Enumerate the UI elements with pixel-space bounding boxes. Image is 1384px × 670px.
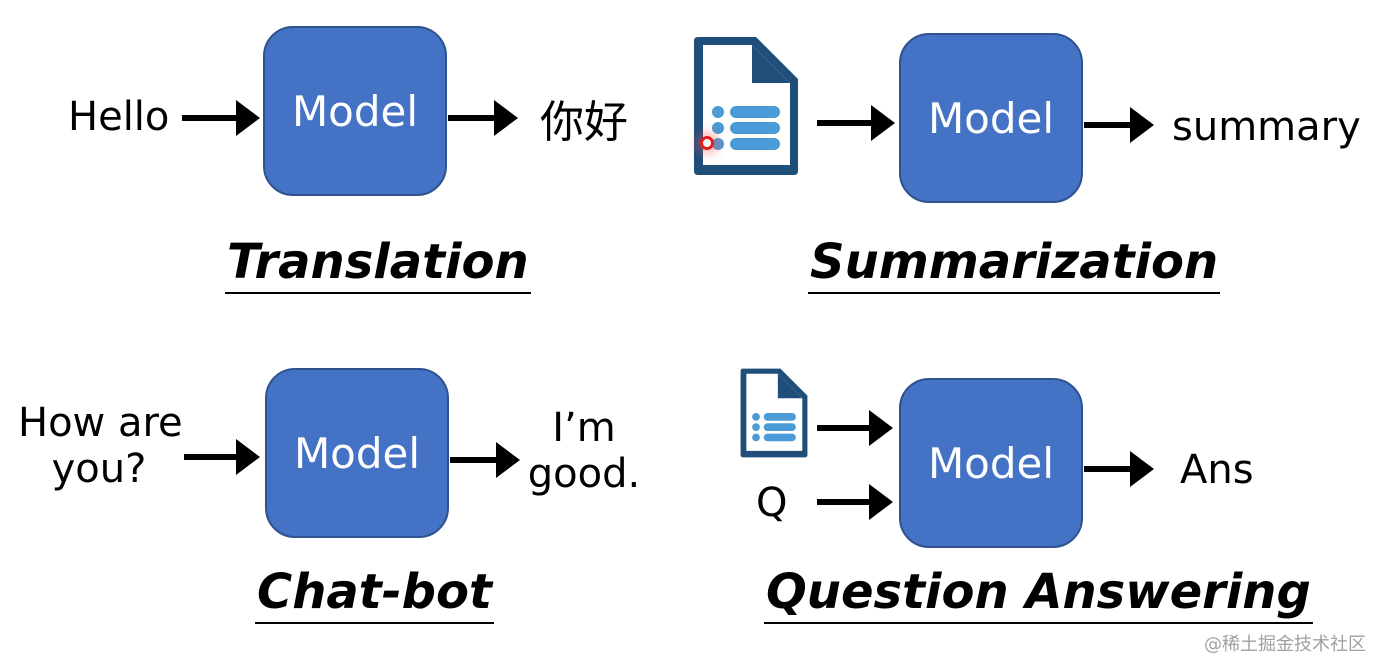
document-icon [740,368,808,458]
qa-output-text: Ans [1180,447,1254,493]
chatbot-model-box: Model [265,368,449,538]
document-icon [694,37,798,175]
qa-question-text: Q [756,480,788,526]
translation-input-arrow [182,100,260,136]
chatbot-output-arrow [450,442,520,478]
chatbot-input-text: How are you? [18,400,183,492]
qa-document-arrow [817,410,893,446]
chatbot-input-line1: How are [18,400,183,446]
translation-model-label: Model [291,86,419,136]
summarization-output-arrow [1084,107,1154,143]
chatbot-input-arrow [184,439,260,475]
chatbot-model-label: Model [293,428,421,478]
qa-caption: Question Answering [764,568,1313,624]
qa-model-box: Model [899,378,1083,548]
chatbot-output-text: I’m good. [526,405,642,497]
qa-question-arrow [817,484,893,520]
translation-output-text: 你好 [540,97,628,148]
chatbot-input-line2: you? [51,446,147,492]
summarization-model-box: Model [899,33,1083,203]
summarization-caption: Summarization [808,238,1221,294]
summarization-output-text: summary [1172,104,1361,150]
qa-model-label: Model [927,438,1055,488]
summarization-input-arrow [817,105,895,141]
translation-model-box: Model [263,26,447,196]
qa-output-arrow [1084,451,1154,487]
translation-input-text: Hello [68,94,170,140]
chatbot-output-line1: I’m [552,405,616,451]
chatbot-output-line2: good. [527,451,641,497]
chatbot-caption: Chat-bot [255,568,494,624]
summarization-model-label: Model [927,93,1055,143]
watermark: @稀土掘金技术社区 [1204,634,1366,655]
laser-pointer-dot [700,136,714,150]
translation-output-arrow [448,100,518,136]
translation-caption: Translation [225,238,531,294]
